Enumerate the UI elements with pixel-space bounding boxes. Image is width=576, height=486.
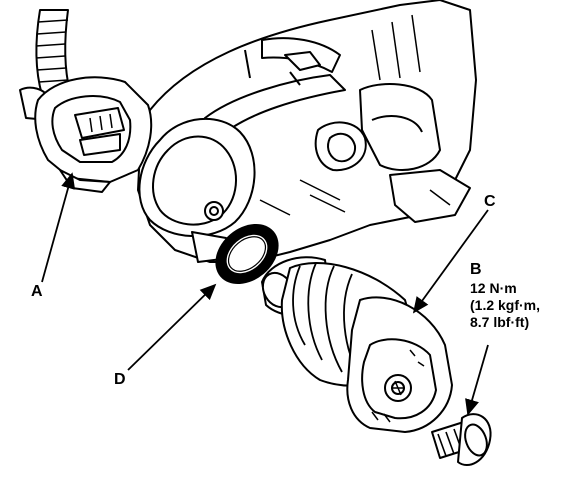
torque-spec-line2: (1.2 kgf·m, [470, 297, 541, 313]
sensor-body [261, 256, 453, 433]
torque-spec: 12 N·m (1.2 kgf·m, 8.7 lbf·ft) [470, 280, 540, 331]
leader-d [127, 283, 217, 371]
callout-b: B [470, 261, 482, 278]
leader-b [465, 344, 489, 416]
leader-lines [41, 172, 489, 416]
callout-d: D [114, 371, 126, 388]
callout-c: C [484, 193, 496, 210]
torque-spec-line1: 12 N·m [470, 280, 517, 296]
wire-harness-connector [19, 9, 153, 193]
leader-a [41, 172, 76, 283]
mounting-bolt [431, 413, 492, 467]
callout-a: A [31, 283, 43, 300]
torque-spec-line3: 8.7 lbf·ft) [470, 314, 530, 330]
leader-c [412, 209, 489, 314]
engine-casting [137, 0, 477, 263]
o-ring [215, 223, 279, 285]
